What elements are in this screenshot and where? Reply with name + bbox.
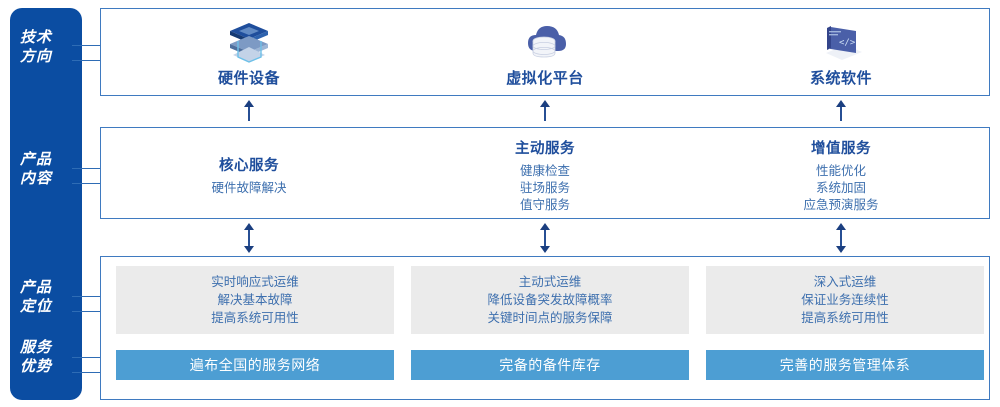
position-card-line: 保证业务连续性 [801,293,889,307]
sidebar-label-line2: 内容 [19,170,52,187]
arrow-double-core [243,223,255,253]
sidebar-label-line1: 技术 [19,29,52,46]
connector-line-advantage-top [72,357,101,358]
arrow-double-value-added [835,223,847,253]
service-column-proactive[interactable]: 主动服务 健康检查 驻场服务 值守服务 [397,128,693,220]
tech-column-system-software[interactable]: </> 系统软件 [693,9,989,97]
connector-line-tech-bottom [72,60,101,61]
service-item: 应急预演服务 [803,197,879,212]
arrow-shaft [840,103,842,121]
arrow-shaft [248,103,250,121]
arrow-up-hardware [243,100,255,124]
position-card-deep[interactable]: 深入式运维 保证业务连续性 提高系统可用性 [706,266,984,334]
position-card-line: 提高系统可用性 [801,311,889,325]
server-stack-icon [220,19,278,65]
tech-label-virtualization: 虚拟化平台 [506,69,584,87]
sidebar-item-product-content[interactable]: 产品 内容 [0,150,72,188]
tech-label-hardware: 硬件设备 [217,69,280,87]
arrow-head-down [540,246,550,253]
advantage-bar-service-network[interactable]: 遍布全国的服务网络 [116,350,394,380]
sidebar-label-line1: 产品 [19,151,52,168]
arrow-up-virtualization [539,100,551,124]
sidebar-item-tech-direction[interactable]: 技术 方向 [0,28,72,66]
position-card-line: 实时响应式运维 [211,275,299,289]
connector-line-advantage-bottom [72,372,101,373]
arrow-head-down [244,246,254,253]
position-card-line: 降低设备突发故障概率 [487,293,613,307]
sidebar-label-line1: 服务 [19,339,52,356]
arrow-head-up [836,223,846,230]
laptop-code-icon: </> [812,19,870,65]
position-card-line: 深入式运维 [813,275,877,289]
advantage-bar-label: 完善的服务管理体系 [779,357,911,373]
arrow-up-system-software [835,100,847,124]
tech-direction-box: 硬件设备 虚拟化平台 </> [100,8,990,96]
arrow-head-up [244,223,254,230]
sidebar-label-line2: 方向 [19,48,52,65]
tech-label-system-software: 系统软件 [809,69,872,87]
product-content-box: 核心服务 硬件故障解决 主动服务 健康检查 驻场服务 值守服务 增值服务 性能优… [100,127,990,219]
arrow-shaft [544,103,546,121]
service-item: 硬件故障解决 [211,180,287,195]
service-item: 健康检查 [519,163,570,178]
position-card-realtime[interactable]: 实时响应式运维 解决基本故障 提高系统可用性 [116,266,394,334]
arrow-double-proactive [539,223,551,253]
service-column-value-added[interactable]: 增值服务 性能优化 系统加固 应急预演服务 [693,128,989,220]
sidebar-label-line2: 优势 [19,358,52,375]
arrow-shaft [248,226,250,250]
position-card-line: 关键时间点的服务保障 [487,311,613,325]
cloud-database-icon [516,19,574,65]
arrow-head-up [540,223,550,230]
tech-column-hardware[interactable]: 硬件设备 [101,9,397,97]
advantage-bar-label: 遍布全国的服务网络 [189,357,321,373]
sidebar-label-line2: 定位 [19,298,52,315]
advantage-bar-spare-parts[interactable]: 完备的备件库存 [411,350,689,380]
connector-line-tech-top [72,45,101,46]
service-title-proactive: 主动服务 [515,140,575,157]
service-column-core[interactable]: 核心服务 硬件故障解决 [101,128,397,220]
sidebar-item-service-advantage[interactable]: 服务 优势 [0,338,72,376]
arrow-head-up [540,100,550,107]
advantage-bar-label: 完备的备件库存 [499,357,601,373]
service-item: 性能优化 [815,163,866,178]
connector-line-content-top [72,168,101,169]
sidebar-item-product-position[interactable]: 产品 定位 [0,278,72,316]
arrow-shaft [840,226,842,250]
arrow-shaft [544,226,546,250]
arrow-head-down [836,246,846,253]
position-card-line: 主动式运维 [518,275,582,289]
sidebar-panel [10,8,82,400]
arrow-head-up [836,100,846,107]
service-item: 值守服务 [519,197,570,212]
position-card-line: 提高系统可用性 [211,311,299,325]
connector-line-content-bottom [72,183,101,184]
tech-column-virtualization[interactable]: 虚拟化平台 [397,9,693,97]
service-title-core: 核心服务 [219,157,279,174]
arrow-head-up [244,100,254,107]
service-item: 系统加固 [815,180,866,195]
advantage-bar-management-system[interactable]: 完善的服务管理体系 [706,350,984,380]
svg-text:</>: </> [839,38,856,48]
service-title-value-added: 增值服务 [811,140,871,157]
service-item: 驻场服务 [519,180,570,195]
connector-line-position-top [72,296,101,297]
position-card-proactive[interactable]: 主动式运维 降低设备突发故障概率 关键时间点的服务保障 [411,266,689,334]
connector-line-position-bottom [72,311,101,312]
sidebar-label-line1: 产品 [19,279,52,296]
position-card-line: 解决基本故障 [217,293,293,307]
